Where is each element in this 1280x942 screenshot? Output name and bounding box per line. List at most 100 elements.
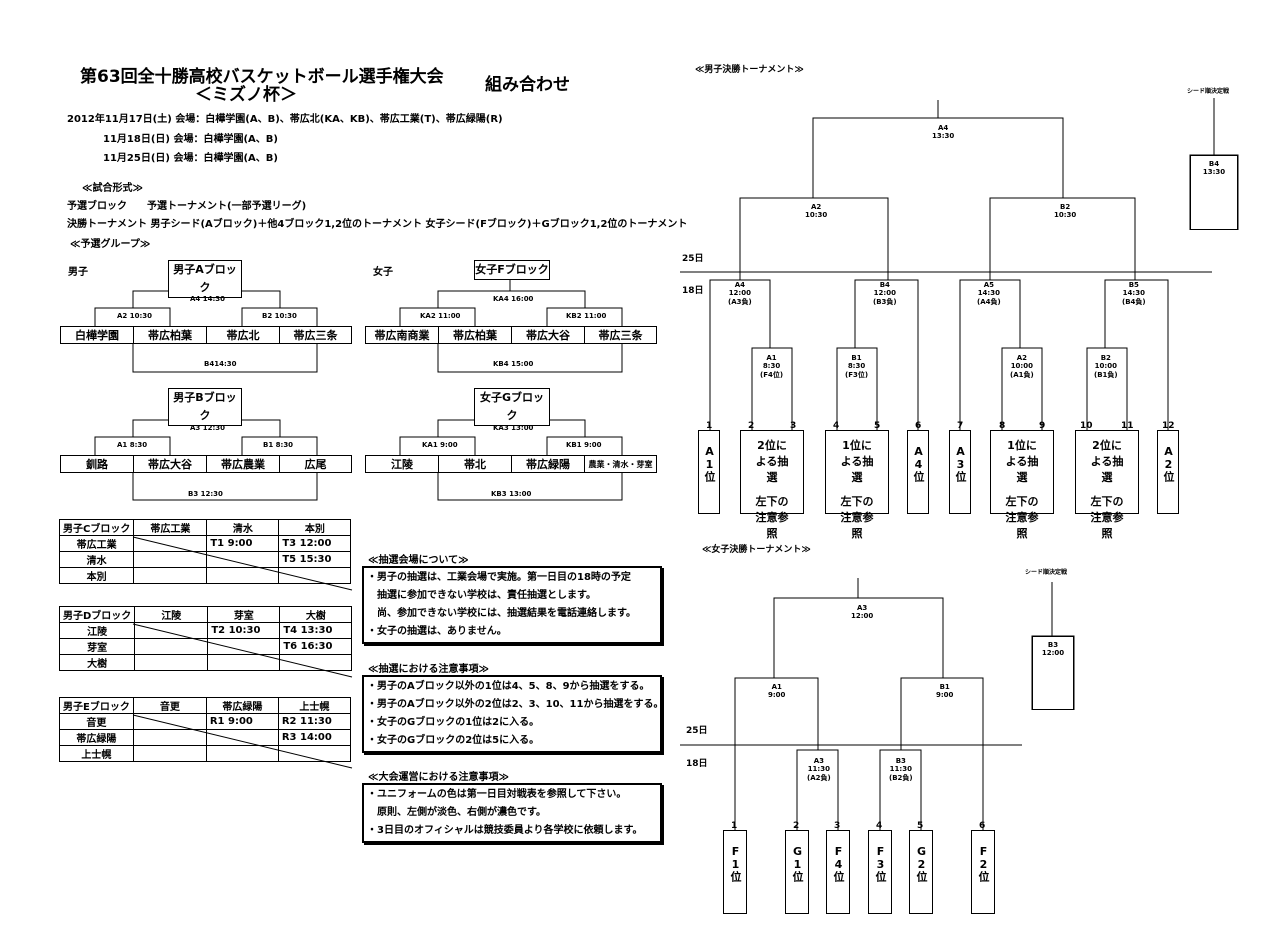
boys-day25: 25日: [682, 254, 704, 264]
boys-qf-time: 14:30: [1122, 289, 1145, 297]
block-f-right-game: KB2 11:00: [566, 312, 607, 320]
girls-final-heading: ≪女子決勝トーナメント≫: [702, 545, 811, 555]
boys-slot: 9: [1039, 421, 1046, 431]
format-line-1: 予選ブロック 予選トーナメント(一部予選リーグ): [67, 201, 307, 212]
block-b-left-game: A1 8:30: [117, 441, 148, 449]
boys-qf-note: (A4負): [977, 298, 1001, 306]
block-g-team: 江陵: [365, 455, 438, 473]
boys-qf-note: (A3負): [728, 298, 752, 306]
boys-slot: 10: [1080, 421, 1093, 431]
note1-box: ・男子の抽選は、工業会場で実施。第一日目の18時の予定 抽選に参加できない学校は…: [362, 566, 662, 644]
block-c-table: 男子Cブロック 帯広工業 清水 本別 帯広工業 T1 9:00 T3 12:00…: [58, 519, 352, 584]
venue-line-2: 11月18日(日) 会場：白樺学園(A、B): [103, 134, 278, 145]
boys-r1-id: A1: [766, 354, 777, 362]
boys-seed-game-time: 13:30: [1202, 168, 1226, 176]
boys-qf-id: B4: [879, 281, 890, 289]
girls-box-label: F3位: [874, 845, 887, 882]
block-b-right-game: B1 8:30: [263, 441, 294, 449]
block-a-teams: 白樺学園 帯広柏葉 帯広北 帯広三条: [60, 326, 352, 344]
girls-box-f1: F1位: [723, 830, 747, 914]
note3-title: ≪大会運営における注意事項≫: [368, 772, 509, 783]
boys-seed-game: B4 13:30: [1190, 155, 1238, 230]
boys-day18: 18日: [682, 286, 704, 296]
girls-box-g1: G1位: [785, 830, 809, 914]
boys-final-heading: ≪男子決勝トーナメント≫: [695, 65, 804, 75]
boys-box-a1: A1位: [698, 430, 720, 514]
girls-qf-id: B3: [895, 757, 906, 765]
boys-r1-id: B1: [851, 354, 862, 362]
block-e-table: 男子Eブロック 音更 帯広緑陽 上士幌 音更 R1 9:00 R2 11:30 …: [59, 697, 351, 762]
girls-box-label: G2位: [915, 845, 928, 882]
boys-slot: 5: [874, 421, 881, 431]
boys-r1-1: A1 8:30 (F4位): [760, 354, 783, 380]
block-f-bottom-game: KB4 15:00: [493, 360, 534, 368]
girls-seed-game-id: B3: [1047, 641, 1059, 649]
block-a-right-game: B2 10:30: [262, 312, 297, 320]
girls-seed-game: B3 12:00: [1032, 636, 1074, 710]
girls-qf-2: B3 11:30 (B2負): [889, 757, 913, 783]
boys-box-a3-label: A3位: [954, 445, 967, 482]
block-a-top-game: A4 14:30: [190, 295, 226, 303]
boys-slot: 7: [957, 421, 964, 431]
note1-line: ・男子の抽選は、工業会場で実施。第一日目の18時の予定: [367, 572, 631, 583]
boys-r1-time: 8:30: [847, 362, 866, 370]
boys-draw-label: 2位による抽選: [1090, 439, 1124, 484]
girls-semi-left-id: A1: [771, 683, 782, 691]
boys-qf-time: 12:00: [728, 289, 751, 297]
boys-slot: 4: [833, 421, 840, 431]
boys-qf-id: A5: [983, 281, 994, 289]
girls-day25: 25日: [686, 726, 708, 736]
boys-final-id: A4: [938, 124, 949, 132]
venue-line-3: 11月25日(日) 会場：白樺学園(A、B): [103, 153, 278, 164]
girls-box-f2: F2位: [971, 830, 995, 914]
block-a-team: 白樺学園: [60, 326, 133, 344]
girls-box-f3: F3位: [868, 830, 892, 914]
boys-box-a1-label: A1位: [703, 445, 716, 482]
boys-r1-id: B2: [1100, 354, 1111, 362]
block-g-team: 帯北: [438, 455, 511, 473]
boys-slot: 3: [790, 421, 797, 431]
note3-line: ・ユニフォームの色は第一日目対戦表を参照して下さい。: [367, 789, 627, 800]
block-f-top-game: KA4 16:00: [493, 295, 534, 303]
boys-semi-right-id: B2: [1060, 203, 1071, 211]
boys-r1-4: B2 10:00 (B1負): [1094, 354, 1118, 380]
boys-qf-id: A4: [734, 281, 745, 289]
boys-seed-game-id: B4: [1208, 160, 1220, 168]
boys-qf-2: B4 12:00 (B3負): [873, 281, 897, 307]
girls-box-g2: G2位: [909, 830, 933, 914]
block-b-team: 広尾: [279, 455, 352, 473]
note1-line: 尚、参加できない学校には、抽選結果を電話連絡します。: [367, 608, 636, 619]
block-b-team: 釧路: [60, 455, 133, 473]
block-a-bottom-game: B414:30: [204, 360, 237, 368]
block-b-top-game: A3 12:30: [190, 424, 226, 432]
boys-r1-3: A2 10:00 (A1負): [1010, 354, 1034, 380]
boys-qf-3: A5 14:30 (A4負): [977, 281, 1001, 307]
boys-draw-note: 左下の注意参照: [755, 495, 789, 540]
block-d-header: 男子Dブロック: [58, 606, 136, 623]
block-g-teams: 江陵 帯北 帯広緑陽 農業・清水・芽室: [365, 455, 657, 473]
girls-final-id: A3: [857, 604, 868, 612]
boys-slot: 12: [1162, 421, 1175, 431]
girls-final-time: 12:00: [851, 612, 874, 620]
girls-box-f4: F4位: [826, 830, 850, 914]
block-g-top-game: KA3 13:00: [493, 424, 534, 432]
girls-slot: 5: [917, 821, 924, 831]
block-f-left-game: KA2 11:00: [420, 312, 461, 320]
block-c-row-team: 本別: [58, 567, 135, 584]
block-f-team: 帯広三条: [584, 326, 657, 344]
boys-r1-id: A2: [1016, 354, 1027, 362]
boys-box-a4: A4位: [907, 430, 929, 514]
block-b-team: 帯広大谷: [133, 455, 206, 473]
boys-box-draw1-right: 1位による抽選 左下の注意参照: [990, 430, 1054, 540]
boys-box-draw1-left: 1位による抽選 左下の注意参照: [825, 430, 889, 540]
boys-draw-label: 1位による抽選: [1005, 439, 1039, 484]
girls-seed-game-time: 12:00: [1041, 649, 1065, 657]
boys-r1-note: (F3位): [845, 371, 869, 379]
boys-draw-note: 左下の注意参照: [1005, 495, 1039, 540]
block-c-cell: T3 12:00: [278, 535, 352, 552]
block-d-row-team: 大樹: [58, 654, 136, 671]
boys-box-a4-label: A4位: [912, 445, 925, 482]
girls-qf-note: (A2負): [807, 774, 831, 782]
title-line2: ＜ミズノ杯＞: [195, 85, 297, 105]
